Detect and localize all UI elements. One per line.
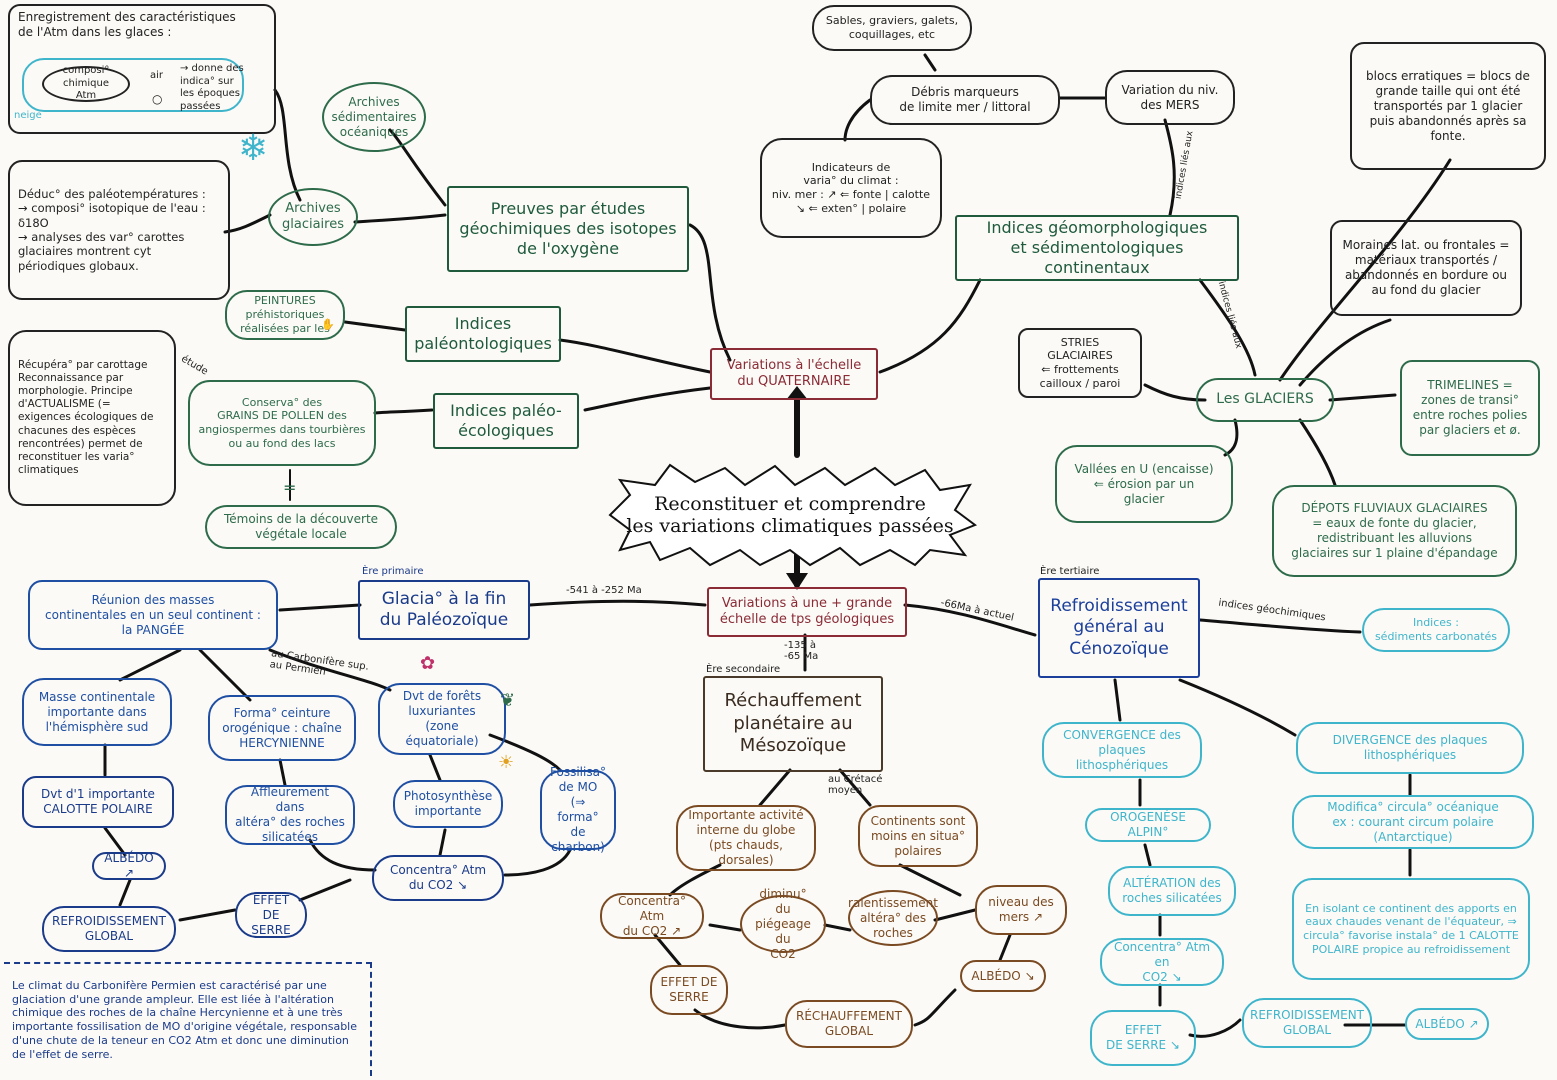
paleozoique-era-label: Ère primaire <box>362 566 424 577</box>
neige-label: neige <box>14 110 42 121</box>
refroidissement-node-3: REFROIDISSEMENT GLOBAL <box>1242 998 1372 1048</box>
depots-node: DÉPOTS FLUVIAUX GLACIAIRES = eaux de fon… <box>1272 485 1517 577</box>
concentration-co2-node-1: Concentra° Atm du CO2 ↘ <box>372 855 504 901</box>
temoins-node: Témoins de la découverte végétale locale <box>205 505 397 549</box>
paleozoique-range-label: -541 à -252 Ma <box>566 585 642 596</box>
masse-continentale-node: Masse continentale importante dans l'hém… <box>22 678 172 746</box>
paleoecologiques-node: Indices paléo- écologiques <box>433 393 579 449</box>
refroidissement-node-1: REFROIDISSEMENT GLOBAL <box>42 906 176 952</box>
pollen-node: Conserva° des GRAINS DE POLLEN des angio… <box>188 380 376 466</box>
central-title-burst: Reconstituer et comprendre les variation… <box>600 460 980 570</box>
forets-node: Dvt de forêts luxuriantes (zone équatori… <box>378 683 506 755</box>
albedo-node-2: ALBÉDO ↘ <box>960 960 1046 992</box>
flower-icon: ✿ <box>420 653 436 674</box>
divergence-node: DIVERGENCE des plaques lithosphériques <box>1296 722 1524 774</box>
niveau-mers-node: niveau des mers ↗ <box>975 885 1067 935</box>
albedo-node-1: ALBÉDO ↗ <box>92 851 166 880</box>
snowflake-icon: ❄ <box>238 128 269 169</box>
alteration-silicatees-node: ALTÉRATION des roches silicatées <box>1108 866 1236 916</box>
composition-chimique-node: composi° chimique Atm <box>42 65 130 102</box>
paleontologiques-node: Indices paléontologiques <box>405 306 561 362</box>
peintures-node: PEINTURES préhistoriques réalisées par l… <box>225 290 345 340</box>
pangee-node: Réunion des masses continentales en un s… <box>28 580 278 650</box>
peintures-text: PEINTURES préhistoriques réalisées par l… <box>240 294 330 335</box>
leaf-icon: ❦ <box>500 690 516 711</box>
isotopes-node: Preuves par études géochimiques des isot… <box>447 186 689 272</box>
trimelines-node: TRIMELINES = zones de transi° entre roch… <box>1400 360 1540 456</box>
archives-sedimentaires-node: Archives sédimentaires océaniques <box>322 82 426 152</box>
enregistrement-node: Enregistrement des caractéristiques de l… <box>8 4 276 134</box>
chaine-hercynienne-node: Forma° ceinture orogénique : chaîne HERC… <box>208 695 356 761</box>
glaciers-node: Les GLACIERS <box>1196 378 1334 422</box>
cenozoique-title: Refroidissement général au Cénozoïque <box>1038 578 1200 678</box>
albedo-node-3: ALBÉDO ↗ <box>1405 1008 1489 1040</box>
concentration-co2-node-2: Concentra° Atm du CO2 ↗ <box>600 893 704 939</box>
enregistrement-text: Enregistrement des caractéristiques de l… <box>18 10 236 39</box>
ralentissement-node: ralentissement altéra° des roches <box>848 890 938 946</box>
central-title-text: Reconstituer et comprendre les variation… <box>626 493 954 537</box>
deduc-paleotemperatures-node: Déduc° des paléotempératures : → composi… <box>8 160 230 300</box>
convergence-node: CONVERGENCE des plaques lithosphériques <box>1042 722 1202 778</box>
archives-glaciaires-node: Archives glaciaires <box>268 188 358 246</box>
indicateurs-node: Indicateurs de varia° du climat : niv. m… <box>760 138 942 238</box>
vallees-node: Vallées en U (encaisse) ⇐ érosion par un… <box>1055 445 1233 523</box>
effet-serre-node-3: EFFET DE SERRE ↘ <box>1090 1010 1196 1066</box>
activite-interne-node: Importante activité interne du globe (pt… <box>676 805 816 871</box>
ice-sample-box <box>22 58 244 112</box>
recuperation-node: Récupéra° par carottage Reconnaissance p… <box>8 330 176 506</box>
equals-sign: = <box>283 478 297 497</box>
effet-serre-node-2: EFFET DE SERRE <box>650 965 728 1015</box>
mesozoique-title: Réchauffement planétaire au Mésozoïque <box>703 676 883 772</box>
photosynthese-node: Photosynthèse importante <box>393 780 503 828</box>
rechauffement-global-node: RÉCHAUFFEMENT GLOBAL <box>785 1000 913 1048</box>
bubble-icon: ○ <box>152 92 163 106</box>
geomorphologiques-node: Indices géomorphologiques et sédimentolo… <box>955 215 1239 281</box>
circulation-oceanique-node: Modifica° circula° océanique ex : couran… <box>1292 795 1534 849</box>
moraines-node: Moraines lat. ou frontales = matériaux t… <box>1330 220 1522 316</box>
air-label: air <box>150 70 164 81</box>
fossilisation-node: Fossilisa° de MO (⇒ forma° de charbon) <box>540 765 616 854</box>
indices-sediments-node: Indices : sédiments carbonatés <box>1362 608 1510 652</box>
cenozoique-era-label: Ère tertiaire <box>1040 566 1100 577</box>
quaternary-title: Variations à l'échelle du QUATERNAIRE <box>710 348 878 400</box>
variation-mers-node: Variation du niv. des MERS <box>1105 70 1235 125</box>
sun-icon: ☀ <box>498 752 515 773</box>
sables-node: Sables, graviers, galets, coquillages, e… <box>812 5 972 51</box>
affleurement-node: Affleurement dans altéra° des roches sil… <box>225 785 355 845</box>
mesozoique-era-label: Ère secondaire <box>706 664 781 675</box>
isolant-continent-node: En isolant ce continent des apports en e… <box>1292 878 1530 980</box>
mesozoique-range-label: -135 à -65 Ma <box>784 640 819 662</box>
resume-paleozoique-note: Le climat du Carbonifère Permien est car… <box>4 962 372 1076</box>
cretace-label: au Crétacé moyen <box>828 774 883 796</box>
continents-node: Continents sont moins en situa° polaires <box>858 805 978 867</box>
concentration-co2-node-3: Concentra° Atm en CO2 ↘ <box>1100 938 1224 986</box>
geologique-title: Variations à une + grande échelle de tps… <box>707 587 907 637</box>
debris-marqueurs-node: Débris marqueurs de limite mer / littora… <box>870 75 1060 125</box>
orogenese-node: OROGENÈSE ALPIN° <box>1085 808 1211 842</box>
paleozoique-title: Glacia° à la fin du Paléozoïque <box>358 580 530 640</box>
blocs-erratiques-node: blocs erratiques = blocs de grande taill… <box>1350 42 1546 170</box>
effet-serre-node-1: EFFET DE SERRE <box>235 892 307 938</box>
donne-indication-text: → donne des indica° sur les époques pass… <box>180 63 244 112</box>
diminution-piegeage-node: diminu° du piégeage du CO2 <box>740 887 826 961</box>
stries-node: STRIES GLACIAIRES ⇐ frottements cailloux… <box>1018 328 1142 398</box>
calotte-polaire-node: Dvt d'1 importante CALOTTE POLAIRE <box>22 776 174 828</box>
hand-icon: ✋ <box>321 318 335 332</box>
